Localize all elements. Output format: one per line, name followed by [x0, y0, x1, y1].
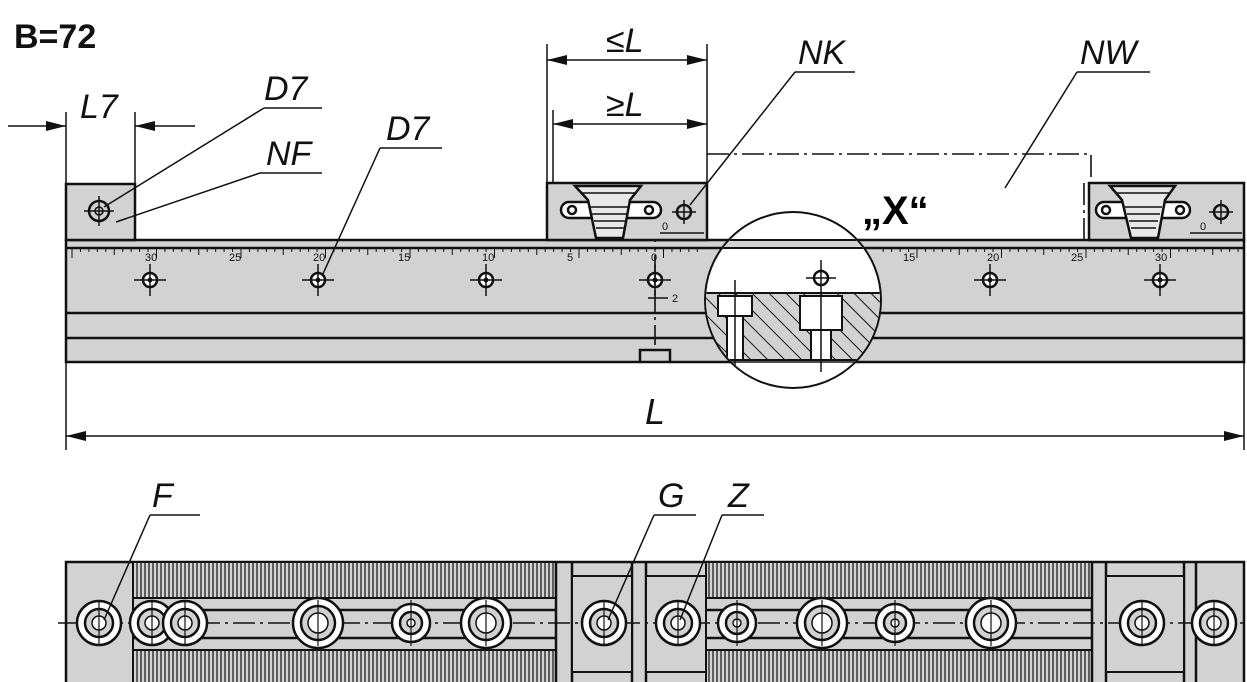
fixing-hole: [1144, 264, 1176, 296]
plan-hole: [874, 600, 916, 646]
fixing-hole: [134, 264, 166, 296]
leader-nf: NF: [115, 135, 322, 223]
label-z: Z: [727, 477, 750, 515]
scale-number: 0: [651, 252, 657, 264]
dimension-l7: L7: [8, 88, 195, 184]
plan-hole: [1190, 599, 1238, 647]
plan-hole: [390, 600, 432, 646]
plan-hole: [75, 599, 123, 647]
detail-x-label: „X“: [862, 189, 929, 233]
plan-hole: [291, 596, 345, 650]
leader-d7-mid: D7: [321, 110, 442, 277]
sliding-jaw-right: 0: [1087, 181, 1246, 242]
plan-hole: [654, 599, 702, 647]
fixing-holes: [134, 264, 1176, 296]
label-d7-mid: D7: [386, 110, 431, 148]
label-ge-l: ≥L: [606, 86, 644, 124]
page-title: B=72: [14, 18, 96, 56]
plan-hole: [1118, 599, 1166, 647]
scale-number: 25: [229, 252, 241, 264]
label-nk: NK: [798, 34, 847, 72]
label-g: G: [658, 477, 684, 515]
label-l7: L7: [80, 88, 119, 126]
plan-hole: [716, 600, 758, 646]
plan-hole: [161, 599, 209, 647]
leader-z: Z: [679, 477, 764, 621]
label-nw: NW: [1080, 34, 1140, 72]
jaw-travel-outline: [707, 153, 1092, 183]
scale-number: 5: [567, 252, 573, 264]
jaw-scale-zero: 0: [1200, 221, 1206, 233]
scale-number: 30: [1155, 252, 1167, 264]
leader-nw: NW: [1004, 34, 1150, 189]
dimension-overall-length: L: [65, 362, 1245, 450]
label-le-l: ≤L: [606, 22, 644, 60]
scale-numbers-left: 30 25 20 15 10 5 0: [145, 252, 657, 264]
leader-nk: NK: [689, 34, 855, 206]
dimension-jaw-opening: ≤L ≥L: [546, 22, 708, 183]
jaw-scale-zero: 0: [662, 221, 668, 233]
sliding-jaw-center: 0: [545, 181, 709, 242]
rail-top-view: [58, 560, 1247, 682]
plan-hole: [128, 599, 176, 647]
end-stop-block: [64, 182, 137, 242]
scale-mark-2: 2: [672, 293, 678, 305]
plan-hole: [459, 596, 513, 650]
rail-front-view: 30 25 20 15 10 5 0 15 20 25 30 2: [64, 220, 1246, 364]
plan-hole: [580, 599, 628, 647]
scale-number: 20: [313, 252, 325, 264]
scale-number: 15: [398, 252, 410, 264]
fixing-hole: [974, 264, 1006, 296]
leader-f: F: [103, 477, 200, 621]
label-f: F: [152, 477, 175, 515]
center-notch: [638, 348, 672, 362]
leader-g: G: [607, 477, 696, 621]
label-d7-left: D7: [264, 70, 309, 108]
scale-number: 25: [1071, 252, 1083, 264]
scale-number: 20: [987, 252, 999, 264]
label-nf: NF: [266, 135, 314, 173]
plan-hole: [795, 596, 849, 650]
scale-number: 15: [903, 252, 915, 264]
plan-hole: [964, 596, 1018, 650]
fixing-hole: [302, 264, 334, 296]
scale-number: 30: [145, 252, 157, 264]
ruler-scale: [71, 248, 1239, 258]
plan-view-holes: [75, 596, 1238, 650]
fixing-hole: [470, 264, 502, 296]
scale-numbers-right: 15 20 25 30: [903, 252, 1167, 264]
label-length: L: [645, 391, 665, 432]
leader-d7-left: D7: [103, 70, 322, 208]
scale-number: 10: [482, 252, 494, 264]
